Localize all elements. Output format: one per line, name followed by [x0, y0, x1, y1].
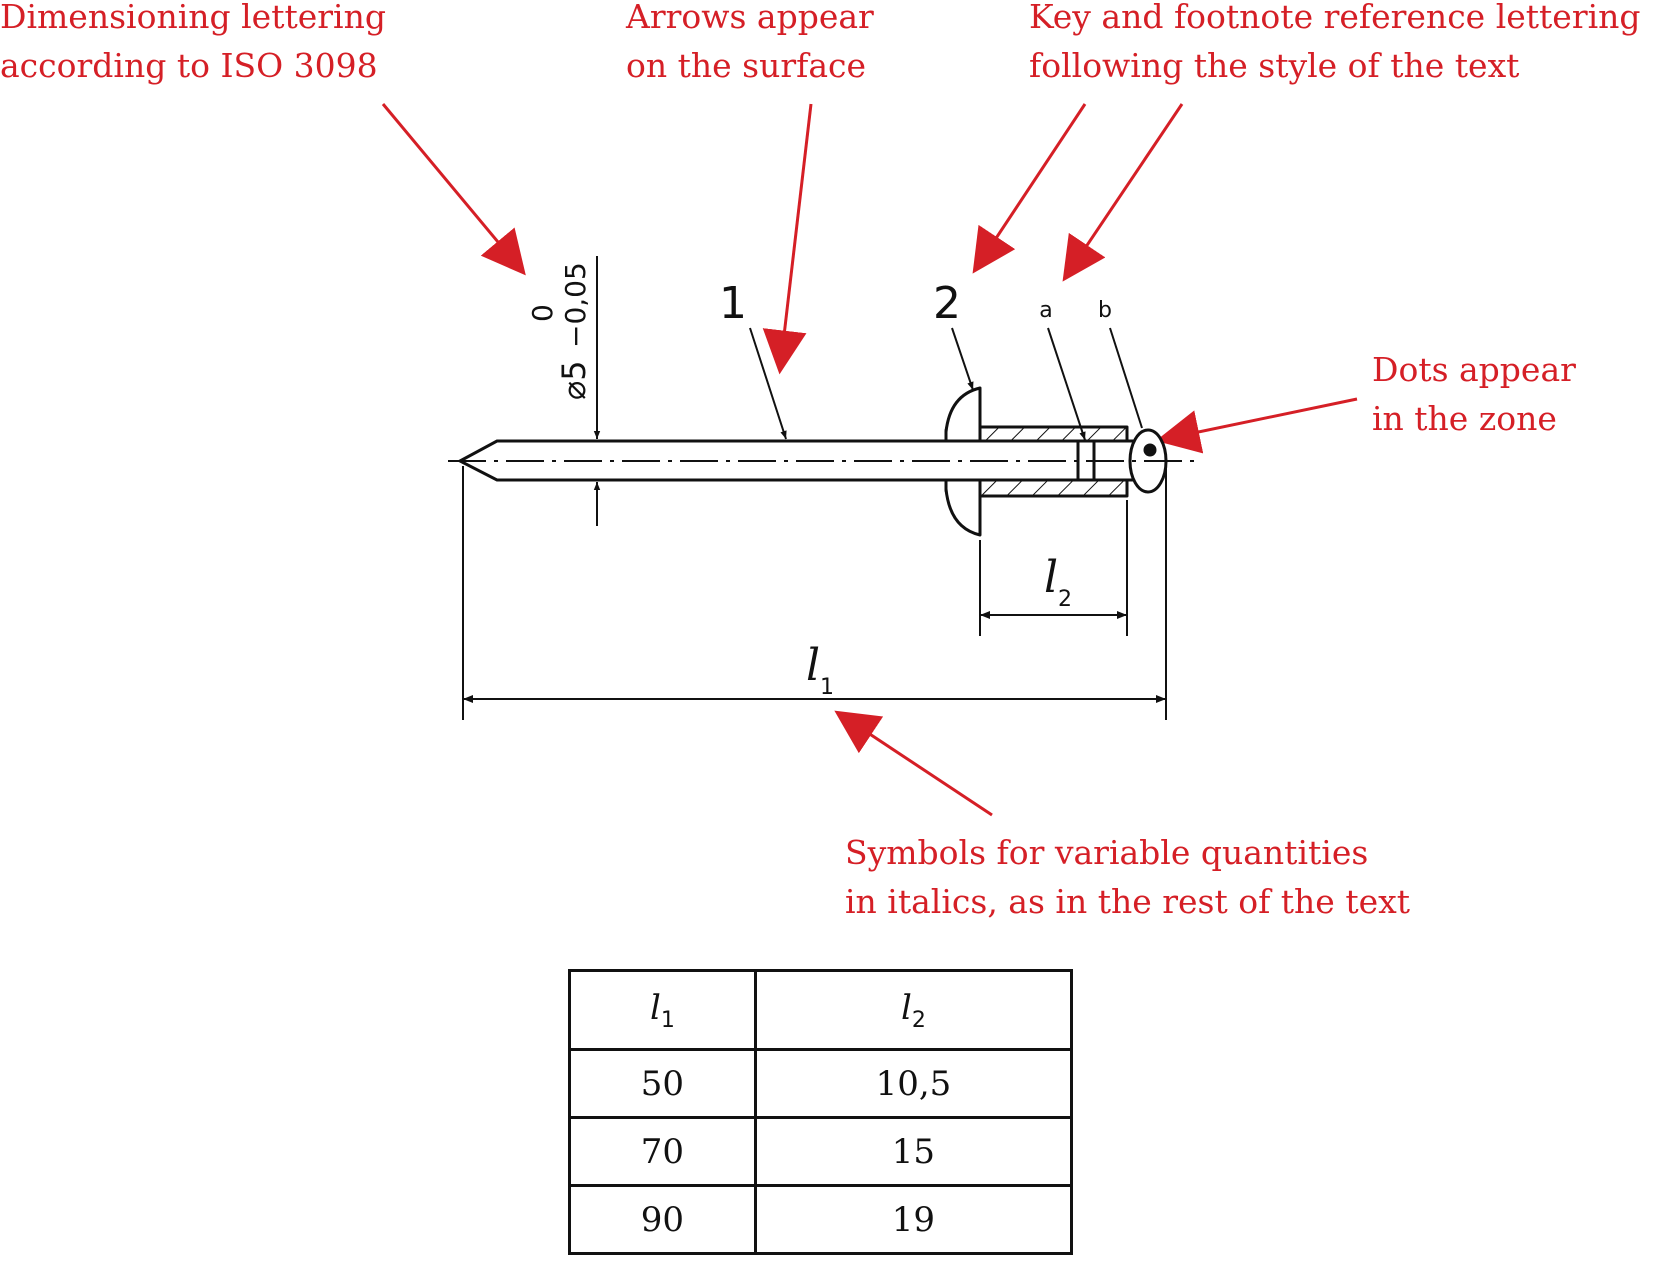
red-arrow-surface: [762, 103, 813, 375]
flange-head: [944, 386, 982, 443]
header-subscript: 2: [911, 1007, 926, 1033]
table-cell: 90: [568, 1184, 757, 1255]
footnote-a-label: a: [1039, 298, 1052, 323]
annotation-symbols: Symbols for variable quantities in itali…: [845, 828, 1410, 926]
flange-head-lower: [944, 478, 982, 537]
red-arrow-footnote: [1062, 103, 1184, 282]
red-arrow-key: [972, 103, 1087, 274]
key-1-label: 1: [719, 278, 747, 329]
red-arrow-dimensioning: [381, 103, 526, 276]
table-header-l2: l2: [753, 969, 1074, 1051]
header-symbol: l: [649, 987, 661, 1028]
annotation-line: Symbols for variable quantities: [845, 833, 1369, 872]
table-row: 50 10,5: [568, 1048, 1074, 1119]
table-row: 70 15: [568, 1116, 1074, 1187]
diameter-label: ⌀5 −0,05 0: [526, 262, 593, 400]
table-cell: 15: [753, 1116, 1074, 1187]
annotation-line: Arrows appear: [626, 0, 874, 36]
table-cell: 50: [568, 1048, 757, 1119]
annotation-arrows: Arrows appear on the surface: [626, 0, 874, 90]
header-subscript: 1: [660, 1007, 675, 1033]
leader-key-1: [749, 327, 787, 440]
annotation-line: Dimensioning lettering: [0, 0, 386, 36]
table-header-l1: l1: [568, 969, 757, 1051]
key-leaders: [749, 327, 1143, 441]
annotation-line: in italics, as in the rest of the text: [845, 882, 1410, 921]
tolerance-upper: 0: [526, 304, 559, 322]
footnote-b-label: b: [1098, 298, 1112, 323]
extension-lines: [462, 466, 1167, 720]
table-cell: 10,5: [753, 1048, 1074, 1119]
leader-footnote-a: [1047, 327, 1086, 441]
l2-subscript: 2: [1058, 587, 1072, 612]
table-cell: 70: [568, 1116, 757, 1187]
red-leader-arrows: [381, 103, 1358, 817]
annotation-key: Key and footnote reference lettering fol…: [1029, 0, 1641, 90]
annotation-line: according to ISO 3098: [0, 46, 378, 85]
leader-key-2: [951, 327, 974, 391]
annotation-line: Dots appear: [1372, 350, 1576, 389]
table-header-row: l1 l2: [568, 969, 1074, 1051]
annotation-line: following the style of the text: [1029, 46, 1520, 85]
zone-dot: [1143, 443, 1157, 457]
leader-footnote-b: [1109, 327, 1143, 429]
l1-subscript: 1: [820, 675, 834, 700]
red-arrow-symbols: [834, 710, 993, 817]
annotation-line: Key and footnote reference lettering: [1029, 0, 1641, 36]
annotation-line: in the zone: [1372, 399, 1557, 438]
annotation-dimensioning: Dimensioning lettering according to ISO …: [0, 0, 386, 90]
red-arrow-dots: [1155, 397, 1358, 454]
key-2-label: 2: [933, 278, 961, 329]
annotation-line: on the surface: [626, 46, 867, 85]
tolerance-lower: −0,05: [559, 262, 592, 348]
l2-symbol: l: [1044, 552, 1058, 603]
dimension-lines: [463, 256, 1166, 703]
table-row: 90 19: [568, 1184, 1074, 1255]
diameter-value: ⌀5: [555, 360, 593, 400]
table-cell: 19: [753, 1184, 1074, 1255]
annotation-dots: Dots appear in the zone: [1372, 345, 1576, 443]
l1-symbol: l: [806, 640, 820, 691]
dimension-table: l1 l2 50 10,5 70 15 90 19: [568, 969, 1074, 1255]
header-symbol: l: [900, 987, 912, 1028]
